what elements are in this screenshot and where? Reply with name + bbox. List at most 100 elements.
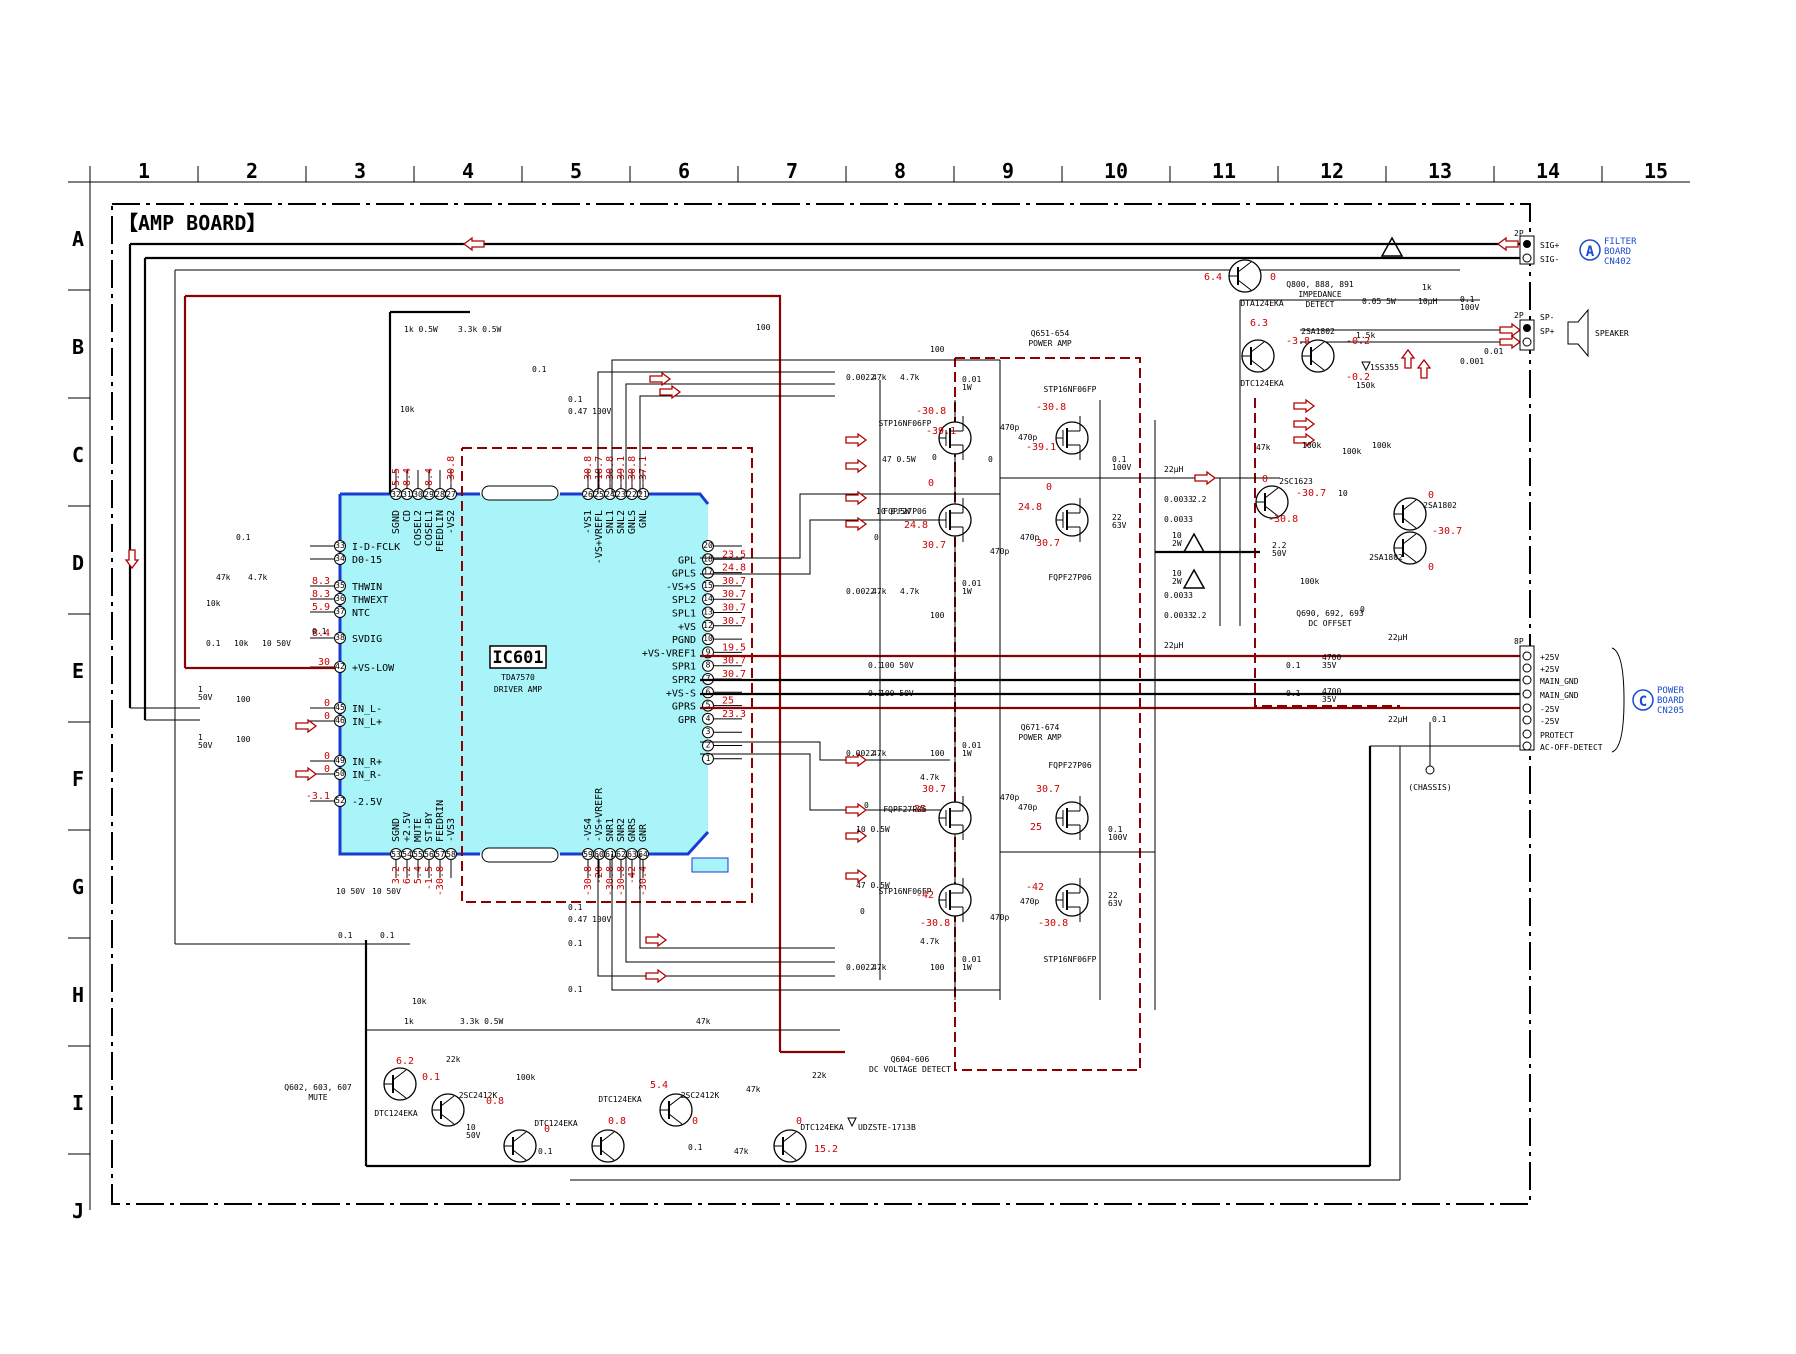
component-value: 0.01 <box>962 375 981 384</box>
ic-pin-name: SPR1 <box>672 662 696 673</box>
power-line-label: -25V <box>1540 705 1559 714</box>
component-value: 0 <box>864 801 869 810</box>
ic-pin-voltage: 0 <box>324 751 330 762</box>
ic-pin-name: SNL1 <box>605 510 616 534</box>
ic601: IC601 TDA7570 DRIVER AMP 32SGND5.531CD8.… <box>306 456 746 896</box>
ic-pin-number: 32 <box>391 490 401 499</box>
signal-arrow-icon <box>1293 432 1316 448</box>
voltage-label: 24.8 <box>1018 502 1042 513</box>
ic-pin-voltage: 3.2 <box>391 866 402 884</box>
signal-arrow-icon <box>295 718 318 734</box>
transistors: STP16NF06FPSTP16NF06FPFQPF27P06FQPF27P06… <box>374 259 1457 1163</box>
component-value: 100k <box>1372 441 1391 450</box>
component-value: 0.0022 <box>846 587 875 596</box>
grid-column-label: 3 <box>354 159 366 183</box>
ic-pin-number: 30 <box>413 490 423 499</box>
component-value: 0.1 <box>1108 825 1123 834</box>
component-value: 1W <box>962 587 972 596</box>
ic-pin-number: 33 <box>335 541 345 550</box>
component-value: 0.1 <box>312 627 327 636</box>
component-value: 2.2 <box>1192 495 1207 504</box>
ic-pin-name: IN_R- <box>352 770 382 781</box>
component-value: 50V <box>198 693 213 702</box>
ic-pin-voltage: -30.8 <box>446 456 457 486</box>
mosfet-part-label: STP16NF06FP <box>1044 955 1097 964</box>
ic-pin-name: FEEDRIN <box>435 800 446 842</box>
component-value: 47k <box>872 373 887 382</box>
ic-pin-name: ST-BY <box>424 812 435 842</box>
component-value: 22μH <box>1388 715 1407 724</box>
ic-pin-number: 3 <box>706 727 711 736</box>
grid-row-label: J <box>72 1199 84 1223</box>
voltage-label: 0 <box>692 1116 698 1127</box>
filter-connector: 2P SIG+ SIG- A FILTER BOARD CN402 <box>1514 229 1637 267</box>
ic-pin-voltage: -30.8 <box>616 866 627 896</box>
ic-pin-number: 42 <box>335 662 345 671</box>
component-value: 4.7k <box>920 773 939 782</box>
board-title: 【AMP BOARD】 <box>118 211 266 235</box>
ic-pin-number: 20 <box>703 541 713 550</box>
component-value: 10k <box>234 639 249 648</box>
ic-pin-name: +2.5V <box>402 812 413 842</box>
component-value: 0.1 <box>532 365 547 374</box>
component-value: 0.47 100V <box>568 407 612 416</box>
ic-pin-number: 57 <box>435 850 445 859</box>
voltage-label: -42 <box>1026 882 1044 893</box>
ic-pin-name: SPL2 <box>672 595 696 606</box>
chassis-label: (CHASSIS) <box>1408 783 1451 792</box>
component-value: 0 <box>874 533 879 542</box>
ic-pin-voltage: 23.5 <box>722 549 746 560</box>
ic-pin-voltage: -1.5 <box>424 866 435 890</box>
ic-pin-name: COSEL2 <box>413 510 424 546</box>
signal-arrow-icon <box>845 828 868 844</box>
ic-pin-number: 18 <box>703 554 713 563</box>
ic-pin-name: +VS <box>678 622 696 633</box>
signal-arrow-icon <box>1293 416 1316 432</box>
ic-pin-voltage: -30.8 <box>583 456 594 486</box>
voltage-label: 30.7 <box>922 540 946 551</box>
component-value: 50V <box>466 1131 481 1140</box>
power-pins: 8P <box>1514 637 1524 646</box>
grid-column-label: 15 <box>1644 159 1668 183</box>
pa-top-desc: POWER AMP <box>1028 339 1072 348</box>
ic-pin-voltage: 8.4 <box>424 468 435 486</box>
voltage-label: 0 <box>1428 490 1434 501</box>
ic-pin-number: 62 <box>616 850 626 859</box>
component-value: 0.1 <box>868 689 883 698</box>
ic-pin-number: 53 <box>391 850 401 859</box>
component-value: 10 50V <box>372 887 401 896</box>
ic-pin-voltage: 0 <box>324 711 330 722</box>
component-value: 0.1 <box>338 931 353 940</box>
zener-icon <box>847 1117 857 1128</box>
ic-pin-number: 13 <box>703 608 713 617</box>
power-board-2: BOARD <box>1657 696 1684 706</box>
voltage-label: 0 <box>796 1116 802 1127</box>
grid-column-label: 1 <box>138 159 150 183</box>
ic-pin-voltage: -30.8 <box>627 456 638 486</box>
power-marker: C <box>1639 694 1647 710</box>
filter-sig-plus: SIG+ <box>1540 241 1559 250</box>
signal-arrow-icon <box>1499 322 1522 338</box>
ic-pin-name: COSEL1 <box>424 510 435 546</box>
signal-arrow-icon <box>659 384 682 400</box>
component-value: 0.1 <box>538 1147 553 1156</box>
ic-pin-number: 45 <box>335 703 345 712</box>
ic-pin-number: 27 <box>446 490 456 499</box>
voltage-label: 30.7 <box>922 784 946 795</box>
ic-pin-number: 29 <box>424 490 434 499</box>
component-value: 0.1 <box>380 931 395 940</box>
component-value: 4700 <box>1322 687 1341 696</box>
grid-column-label: 9 <box>1002 159 1014 183</box>
component-value: 0.1 <box>1432 715 1447 724</box>
signal-arrow-icon <box>845 432 868 448</box>
component-value: 100 <box>930 963 945 972</box>
ic-pin-name: -VS+S <box>666 582 696 593</box>
ic-pin-voltage: -30.8 <box>435 866 446 896</box>
filter-marker-circle <box>1579 239 1601 261</box>
ic-pin-number: 54 <box>402 850 412 859</box>
ic-pin-number: 10 <box>703 634 713 643</box>
grid-column-label: 12 <box>1320 159 1344 183</box>
component-value: 0.1 <box>1460 295 1475 304</box>
component-value: 100 <box>756 323 771 332</box>
